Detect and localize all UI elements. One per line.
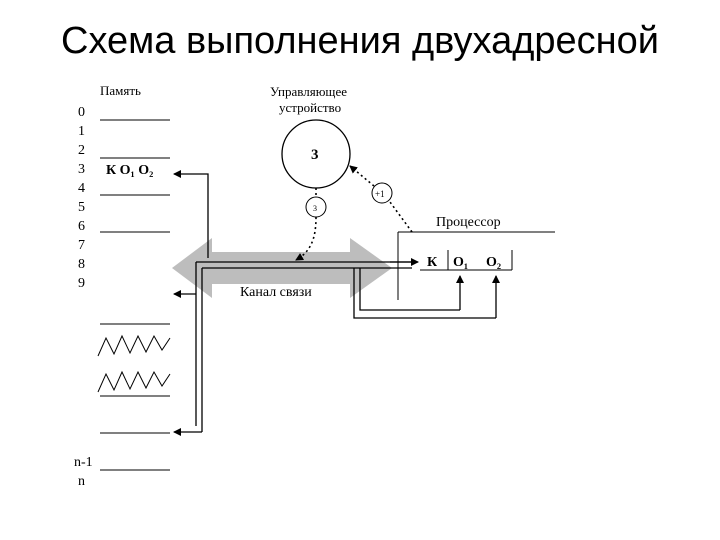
zigzag-break-icon [97,334,171,393]
memory-address: 1 [78,124,85,139]
control-unit-label-line2: устройство [279,100,341,115]
dotted-connections [295,165,413,261]
memory-address: 6 [78,219,85,234]
increment-label: +1 [375,189,385,199]
memory-address: 2 [78,143,85,158]
register-field-o1: О₁ [453,255,468,270]
memory-address: 5 [78,200,85,215]
memory-address: 9 [78,276,85,291]
processor-register [420,250,513,271]
slide-title: Схема выполнения двухадресной [61,20,659,62]
memory-address: 7 [78,238,85,253]
memory-address: 4 [78,181,85,196]
control-unit-label-line1: Управляющее [270,84,347,99]
increment-circle [371,182,393,204]
channel-lines [195,261,496,432]
memory-label: Память [100,83,141,98]
register-field-k: К [427,255,438,270]
memory-addresses: 0 1 2 3 4 5 6 7 8 9 [78,105,85,291]
processor-label: Процессор [436,215,501,230]
processor-frame [397,231,555,300]
memory-address: 8 [78,257,85,272]
control-unit-number: 3 [311,147,319,163]
memory-arrows [173,170,209,436]
channel-label: Канал связи [240,285,312,300]
memory-cell-lines [100,119,170,471]
memory-address: 0 [78,105,85,120]
memory-address-n-1: n-1 [74,455,93,470]
counter-small-label: 3 [313,204,317,213]
operand-arrows [456,275,500,318]
memory-cell-3-content: К О₁ О₂ [106,163,153,178]
register-field-o2: О₂ [486,255,501,270]
memory-address-n: n [78,474,85,489]
memory-address: 3 [78,162,85,177]
